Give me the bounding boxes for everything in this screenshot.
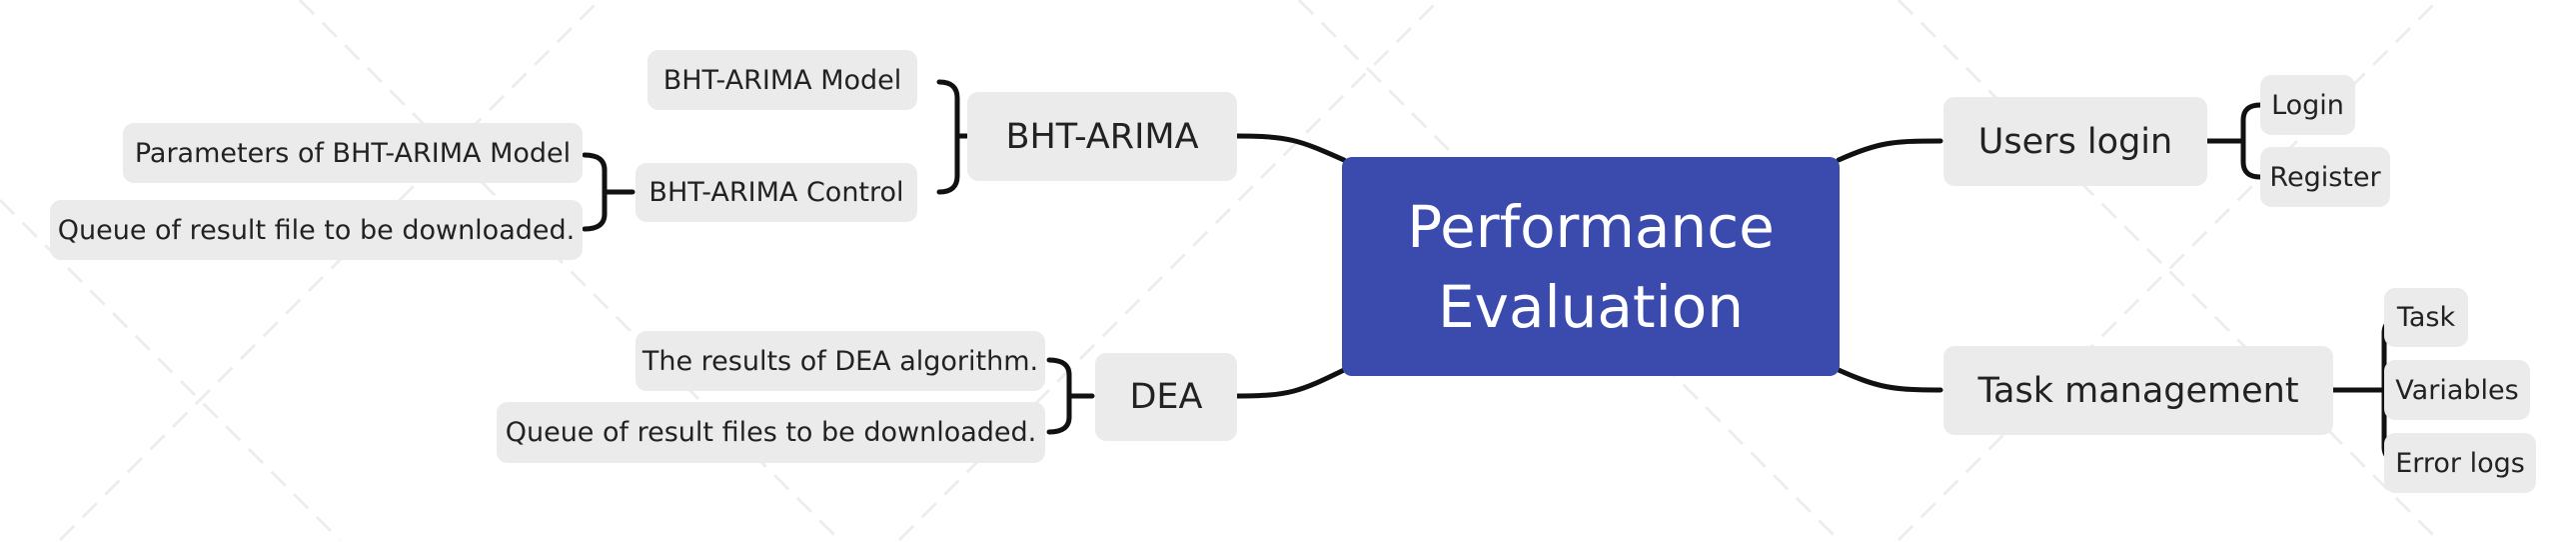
node-queue-result-files[interactable]: Queue of result files to be downloaded. <box>497 402 1045 463</box>
node-bht-arima-model-label: BHT-ARIMA Model <box>662 64 902 96</box>
node-queue-result-file[interactable]: Queue of result file to be downloaded. <box>50 200 583 260</box>
node-dea-results-label: The results of DEA algorithm. <box>642 345 1039 377</box>
connector-root-bht <box>1233 133 1347 163</box>
node-login[interactable]: Login <box>2260 75 2355 135</box>
watermark-pattern <box>0 0 2440 542</box>
bracket-control <box>582 152 636 232</box>
node-login-label: Login <box>2271 89 2344 121</box>
node-task[interactable]: Task <box>2384 288 2468 347</box>
bracket-users <box>2195 102 2263 180</box>
connector-root-task <box>1836 367 1943 393</box>
node-bht-arima-model[interactable]: BHT-ARIMA Model <box>647 50 917 110</box>
node-bht-arima-control-label: BHT-ARIMA Control <box>648 177 904 208</box>
node-queue-result-files-label: Queue of result files to be downloaded. <box>505 417 1037 448</box>
node-register[interactable]: Register <box>2260 147 2390 207</box>
branch-dea-label: DEA <box>1129 377 1203 417</box>
root-title-line1: Performance <box>1407 192 1775 261</box>
branch-task-management[interactable]: Task management <box>1943 346 2333 435</box>
node-dea-results[interactable]: The results of DEA algorithm. <box>636 331 1045 391</box>
branch-bht-arima-label: BHT-ARIMA <box>1005 116 1199 157</box>
bracket-dea <box>1046 357 1095 435</box>
root-node[interactable]: Performance Evaluation <box>1342 157 1840 376</box>
bracket-bht <box>936 79 972 195</box>
root-title-line2: Evaluation <box>1437 272 1744 341</box>
branch-users-login[interactable]: Users login <box>1943 97 2207 186</box>
node-parameters[interactable]: Parameters of BHT-ARIMA Model <box>123 123 583 183</box>
node-error-logs-label: Error logs <box>2395 447 2525 479</box>
connector-root-users <box>1836 138 1943 163</box>
branch-dea[interactable]: DEA <box>1095 353 1237 441</box>
node-task-label: Task <box>2396 302 2456 333</box>
node-variables[interactable]: Variables <box>2384 360 2530 420</box>
node-variables-label: Variables <box>2395 374 2519 406</box>
node-bht-arima-control[interactable]: BHT-ARIMA Control <box>636 163 917 222</box>
branch-bht-arima[interactable]: BHT-ARIMA <box>967 92 1237 181</box>
connector-root-dea <box>1233 367 1347 399</box>
node-parameters-label: Parameters of BHT-ARIMA Model <box>134 137 572 169</box>
node-error-logs[interactable]: Error logs <box>2384 433 2536 493</box>
node-queue-result-file-label: Queue of result file to be downloaded. <box>57 214 576 246</box>
branch-users-login-label: Users login <box>1977 121 2173 162</box>
branch-task-management-label: Task management <box>1977 370 2299 411</box>
node-register-label: Register <box>2269 161 2381 193</box>
